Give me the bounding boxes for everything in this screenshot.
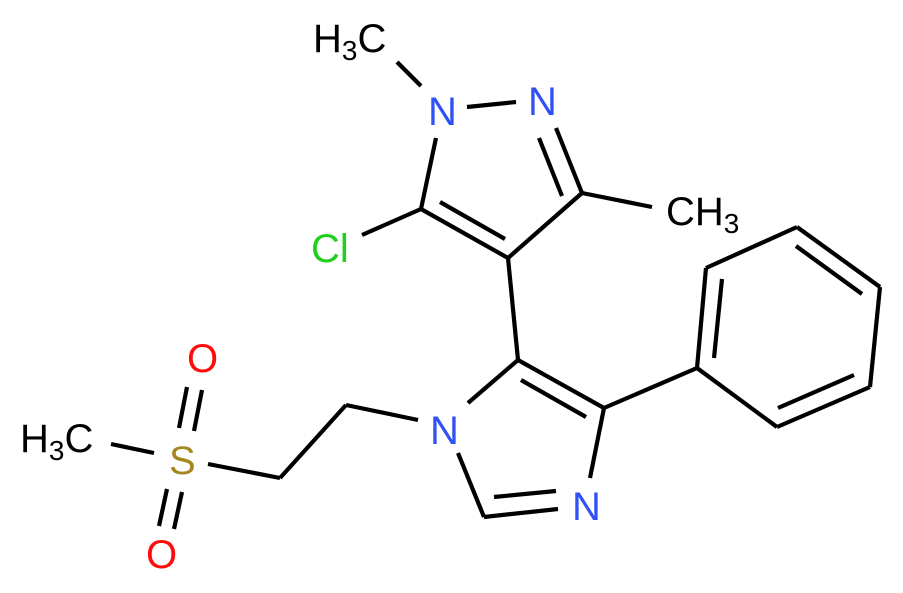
- methyl-sulfonyl-label: H3C: [20, 417, 93, 466]
- c-methyl-bond: [581, 190, 653, 210]
- biaryl-bond: [505, 257, 521, 361]
- methylsulfonylethyl-chain: [110, 386, 419, 530]
- oxygen-bottom-label: O: [146, 533, 177, 577]
- methyl-top-label: H3C: [313, 17, 386, 66]
- imidazole-n1-label: N: [430, 409, 459, 453]
- pyrazole-n1-label: N: [428, 90, 457, 134]
- chlorine-label: Cl: [311, 227, 349, 271]
- phenyl-ring: [603, 225, 883, 429]
- imidazole-n3-label: N: [572, 485, 601, 529]
- n-methyl-bond: [395, 60, 423, 88]
- imidazole-ring: [456, 358, 607, 520]
- pyrazole-n2-label: N: [528, 80, 557, 124]
- oxygen-top-label: O: [187, 337, 218, 381]
- c-cl-bond: [361, 207, 422, 237]
- sulfur-label: S: [169, 439, 196, 483]
- methyl-right-label: CH3: [666, 190, 739, 239]
- pyrazole-ring: [418, 99, 584, 260]
